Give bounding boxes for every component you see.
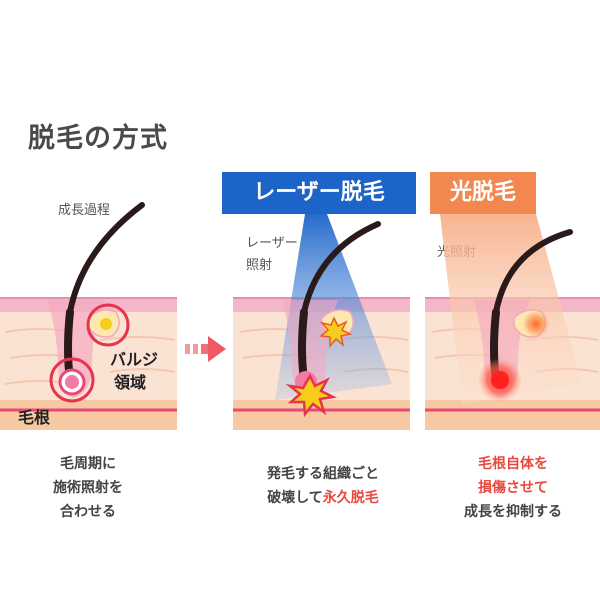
root-damage-dot (491, 371, 509, 389)
light-caption-line3: 成長を抑制する (464, 504, 562, 520)
laser-caption-prefix: 破壊して (267, 490, 323, 506)
laser-irradiation-label-line2: 照射 (246, 258, 273, 273)
light-caption: 毛根自体を 損傷させて 成長を抑制する (438, 452, 588, 524)
page-title: 脱毛の方式 (28, 123, 168, 154)
bulge-highlight-circle (86, 303, 130, 347)
arrow-right-icon (185, 336, 226, 362)
laser-irradiation-label-line1: レーザー (246, 236, 298, 251)
laser-removal-badge: レーザー脱毛 (222, 172, 416, 214)
laser-caption: 発毛する組織ごと 破壊して永久脱毛 (238, 462, 408, 510)
growth-caption: 毛周期に 施術照射を 合わせる (28, 452, 148, 524)
root-highlight-circle (49, 357, 95, 403)
laser-caption-line1: 発毛する組織ごと (267, 466, 379, 482)
growth-caption-line3: 合わせる (60, 504, 116, 520)
hair-root-label: 毛根 (18, 408, 51, 427)
bulge-region-label-line1: バルジ (110, 350, 159, 369)
growth-caption-line1: 毛周期に (60, 456, 116, 472)
laser-caption-line2: 破壊して永久脱毛 (238, 486, 408, 510)
bulge-region-label-line2: 領域 (114, 373, 147, 392)
light-caption-line2: 損傷させて (478, 480, 548, 496)
permanent-removal-highlight: 永久脱毛 (322, 490, 379, 506)
growth-caption-line2: 施術照射を (53, 480, 123, 496)
light-caption-line1: 毛根自体を (478, 456, 548, 472)
light-removal-badge: 光脱毛 (430, 172, 536, 214)
root-destruction-burst (285, 373, 338, 418)
bulge-glow (522, 310, 550, 338)
growth-process-label: 成長過程 (58, 203, 111, 218)
light-caption-line2-wrap: 損傷させて (438, 476, 588, 500)
bulge-destruction-burst (319, 316, 353, 349)
